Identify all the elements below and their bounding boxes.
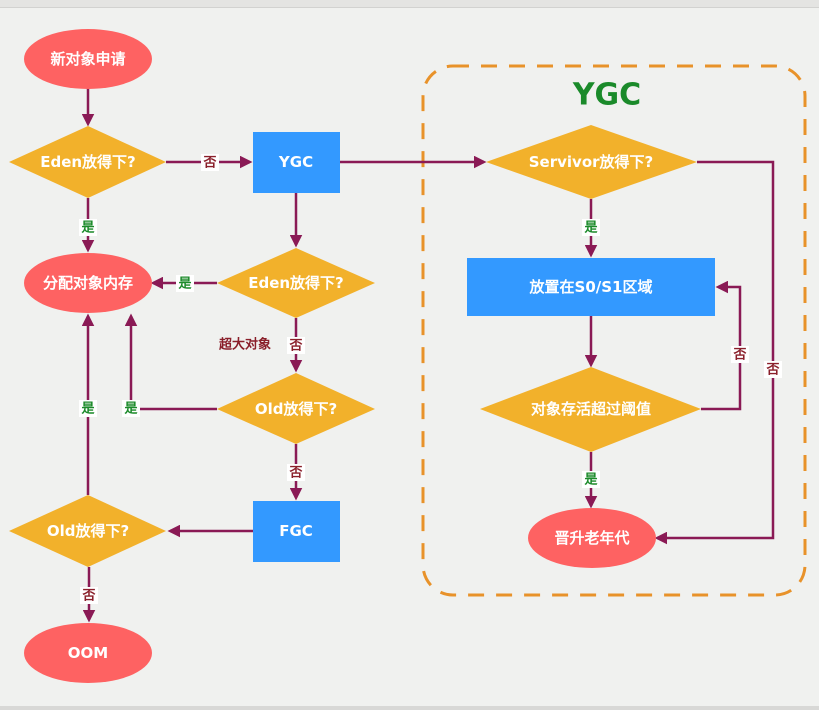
svg-text:YGC: YGC: [278, 153, 313, 171]
node-ygc: YGC: [253, 132, 340, 193]
label-eden1-no: 否: [202, 156, 216, 171]
label-threshold-yes: 是: [583, 473, 598, 488]
node-old-check-1: Old放得下?: [217, 373, 375, 444]
ygc-group-title: YGC: [572, 78, 641, 113]
svg-text:Old放得下?: Old放得下?: [47, 522, 129, 540]
label-old2-no: 否: [81, 589, 95, 604]
svg-text:Eden放得下?: Eden放得下?: [40, 153, 136, 171]
label-eden2-yes: 是: [177, 277, 192, 292]
ygc-group-box: [421, 64, 807, 597]
node-eden-check-2: Eden放得下?: [217, 248, 375, 318]
svg-text:FGC: FGC: [279, 522, 313, 540]
svg-text:Servivor放得下?: Servivor放得下?: [529, 153, 653, 171]
label-oversized-object: 超大对象: [219, 337, 271, 353]
label-old1-no: 否: [288, 466, 302, 481]
node-new-object: 新对象申请: [24, 29, 152, 89]
node-fgc: FGC: [253, 501, 340, 562]
edge-old1-to-allocate: [124, 313, 217, 411]
svg-text:Eden放得下?: Eden放得下?: [248, 274, 344, 292]
node-old-check-2: Old放得下?: [9, 495, 166, 567]
node-eden-check-1: Eden放得下?: [9, 126, 166, 198]
label-survivor-no: 否: [765, 363, 779, 378]
svg-text:分配对象内存: 分配对象内存: [43, 274, 133, 292]
node-survivor-check: Servivor放得下?: [486, 125, 697, 199]
svg-text:晋升老年代: 晋升老年代: [554, 529, 629, 547]
window-bottom-bar: [0, 706, 819, 710]
label-old2-yes: 是: [80, 402, 95, 417]
svg-text:OOM: OOM: [68, 644, 108, 662]
svg-text:新对象申请: 新对象申请: [50, 50, 125, 68]
label-eden1-yes: 是: [80, 221, 95, 236]
node-allocate-memory: 分配对象内存: [24, 253, 152, 313]
label-survivor-yes: 是: [583, 221, 598, 236]
edge-survivor-to-promote: [654, 160, 775, 545]
node-oom: OOM: [24, 623, 152, 683]
node-place-s0-s1: 放置在S0/S1区域: [467, 258, 715, 316]
svg-text:放置在S0/S1区域: 放置在S0/S1区域: [529, 278, 653, 296]
label-old1-yes: 是: [123, 402, 138, 417]
svg-text:Old放得下?: Old放得下?: [255, 400, 337, 418]
label-eden2-no: 否: [288, 339, 302, 354]
label-threshold-no: 否: [732, 348, 746, 363]
svg-text:对象存活超过阈值: 对象存活超过阈值: [531, 400, 651, 418]
node-promote-old: 晋升老年代: [528, 508, 656, 568]
node-threshold-check: 对象存活超过阈值: [480, 367, 701, 452]
window-top-bar: [0, 0, 819, 8]
